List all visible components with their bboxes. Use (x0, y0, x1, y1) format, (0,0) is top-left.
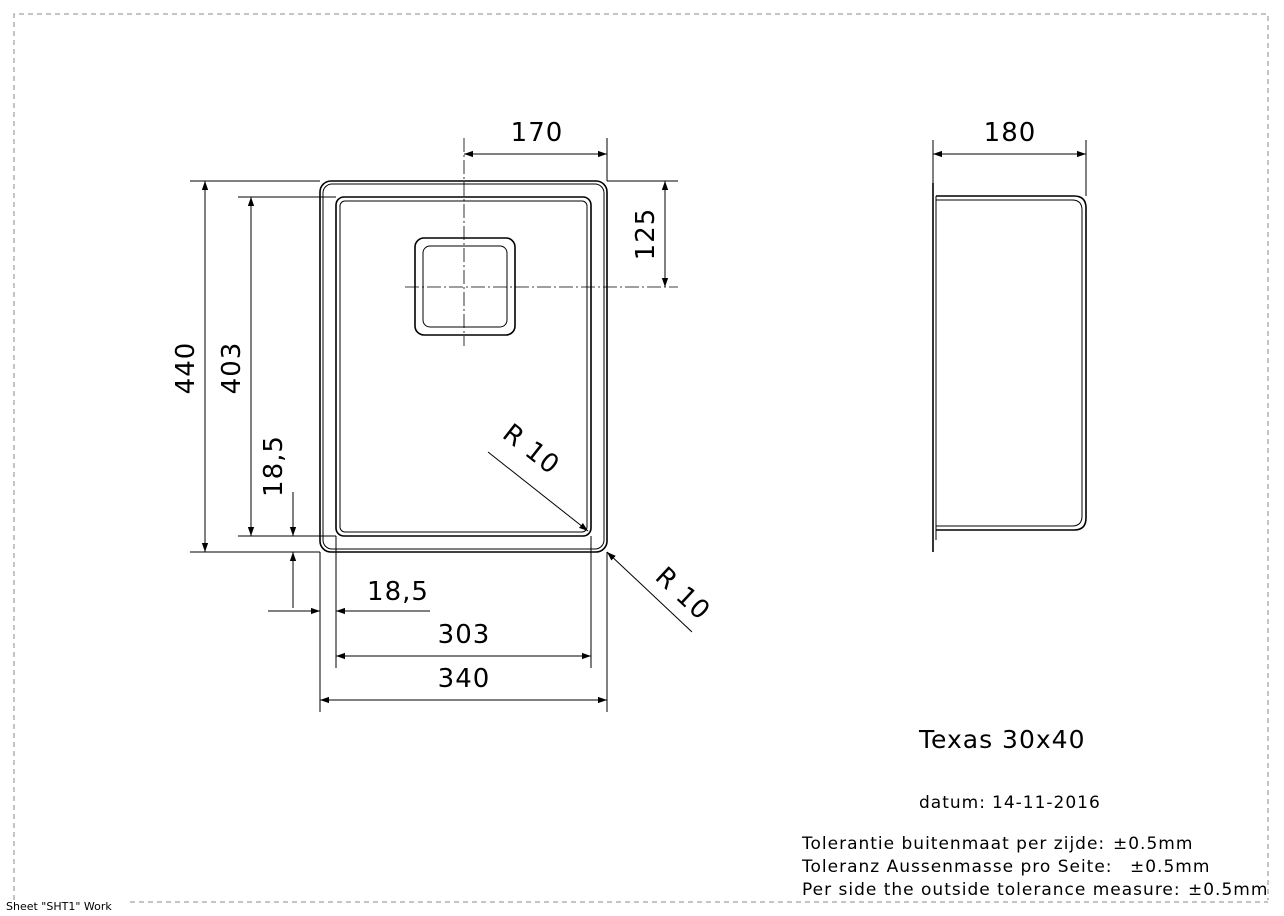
dim-flange-side-label: 18,5 (259, 435, 289, 497)
drain-inner (422, 245, 508, 328)
dim-drain-offset-y-label: 125 (631, 208, 661, 261)
dim-drain-offset-x: 170 (464, 118, 608, 181)
dim-outer-width-label: 340 (438, 664, 491, 694)
sheet-label: Sheet "SHT1" Work (6, 900, 112, 913)
dim-outer-radius-label: R 10 (649, 562, 716, 627)
dim-drain-offset-x-label: 170 (511, 118, 564, 148)
dim-flange-bottom: 18,5 (268, 536, 430, 712)
dim-outer-radius: R 10 (606, 551, 716, 633)
side-view (932, 183, 1087, 552)
dim-flange-side: 18,5 (259, 435, 297, 608)
sink-outer-edge-inner (322, 183, 605, 550)
dim-inner-width: 303 (336, 536, 592, 668)
date-value: 14-11-2016 (992, 793, 1101, 813)
dim-inner-length: 403 (217, 196, 336, 537)
sink-bowl-edge (335, 196, 592, 537)
tolerance-nl-value: ±0.5mm (1113, 834, 1193, 854)
sink-outer-edge (319, 180, 608, 553)
tolerance-de-value: ±0.5mm (1130, 857, 1210, 877)
tolerance-nl: Tolerantie buitenmaat per zijde: (801, 834, 1105, 854)
dim-outer-length-label: 440 (171, 342, 201, 395)
tolerance-de: Toleranz Aussenmasse pro Seite: (801, 857, 1113, 877)
dim-inner-radius: R 10 (487, 418, 589, 532)
tolerance-en: Per side the outside tolerance measure: (802, 880, 1181, 900)
date-label: datum: (919, 793, 986, 813)
dim-drain-offset-y: 125 (607, 180, 678, 287)
dim-depth: 180 (932, 118, 1087, 196)
dim-inner-length-label: 403 (217, 342, 247, 395)
sink-bowl-edge-inner (339, 200, 588, 533)
side-bowl-profile (936, 195, 1087, 531)
product-name: Texas 30x40 (918, 725, 1085, 754)
top-view (319, 138, 678, 553)
dim-outer-width: 340 (320, 552, 608, 712)
tolerance-en-value: ±0.5mm (1188, 880, 1268, 900)
dim-inner-width-label: 303 (438, 620, 491, 650)
dim-depth-label: 180 (984, 118, 1037, 148)
drain-outer (414, 237, 516, 336)
dim-inner-radius-label: R 10 (497, 418, 565, 481)
sheet-border (13, 13, 1269, 900)
dim-flange-bottom-label: 18,5 (367, 577, 429, 607)
dim-outer-length: 440 (171, 180, 320, 553)
